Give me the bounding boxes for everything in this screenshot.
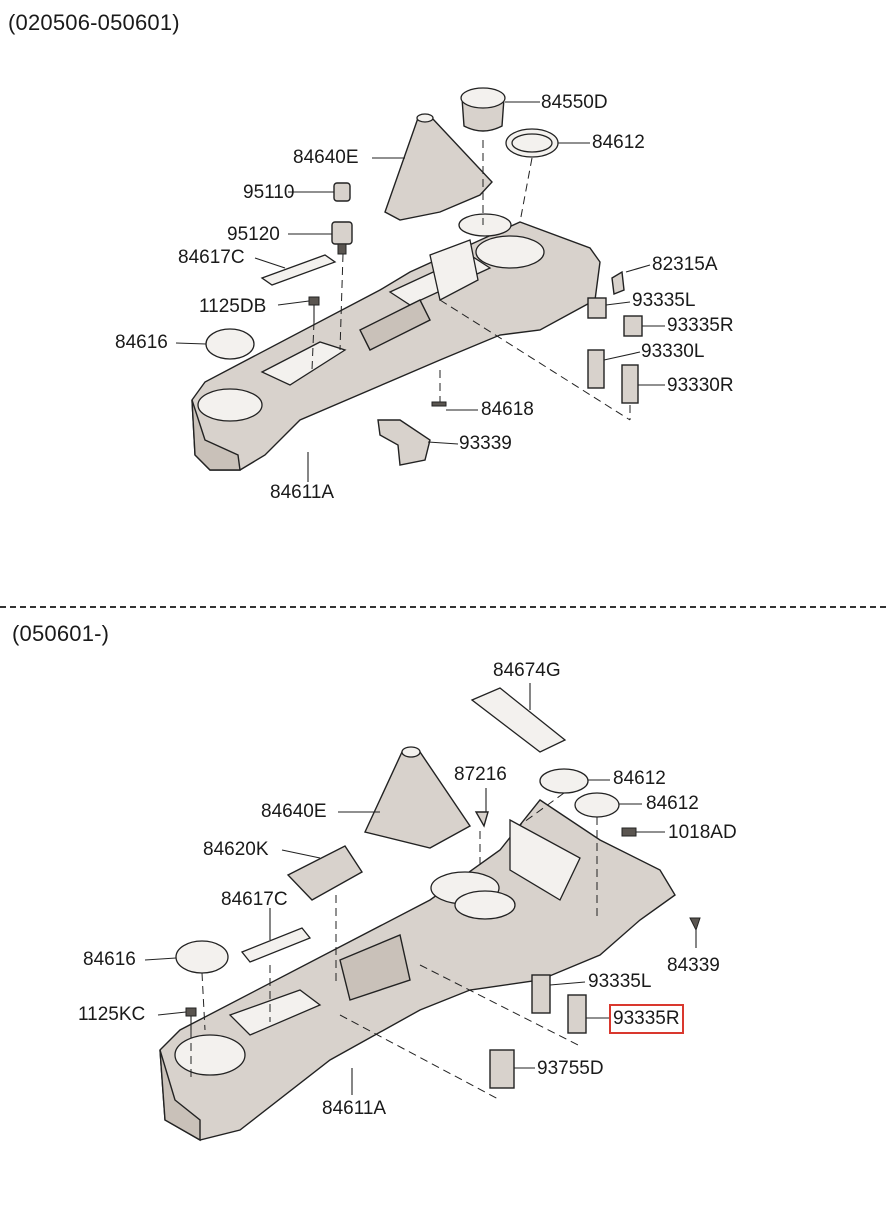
part-label: 84640E xyxy=(293,147,359,168)
part-label: 1125DB xyxy=(199,296,267,317)
part-label: 84612 xyxy=(646,793,699,814)
part-label: 93339 xyxy=(459,433,512,454)
part-label: 1125KC xyxy=(78,1004,146,1025)
part-label: 93335L xyxy=(588,971,652,992)
tray-84674g xyxy=(470,687,567,753)
part-label: 84674G xyxy=(493,660,561,681)
part-label: 93755D xyxy=(537,1058,604,1079)
part-label: 84617C xyxy=(178,247,245,268)
highlighted-part-label[interactable]: 93335R xyxy=(609,1004,684,1034)
part-label: 84616 xyxy=(115,332,168,353)
part-label: 93335L xyxy=(632,290,696,311)
part-label: 84618 xyxy=(481,399,534,420)
range-header-bottom: (050601-) xyxy=(12,621,110,646)
part-label: 87216 xyxy=(454,764,507,785)
part-label: 84611A xyxy=(270,482,335,503)
part-label: 84612 xyxy=(592,132,645,153)
part-label: 84640E xyxy=(261,801,327,822)
part-label: 93335R xyxy=(667,315,734,336)
shift-boot-84640e xyxy=(384,117,493,221)
part-label: 84617C xyxy=(221,889,288,910)
part-label: 1018AD xyxy=(668,822,737,843)
part-label: 84550D xyxy=(541,92,608,113)
part-label: 84616 xyxy=(83,949,136,970)
part-label: 84611A xyxy=(322,1098,387,1119)
part-label: 84339 xyxy=(667,955,720,976)
part-label: 84612 xyxy=(613,768,666,789)
section-divider xyxy=(0,606,886,608)
part-label: 82315A xyxy=(652,254,718,275)
part-label: 93330R xyxy=(667,375,734,396)
part-label: 93330L xyxy=(641,341,705,362)
part-label: 95120 xyxy=(227,224,280,245)
top-console-assembly xyxy=(175,87,665,482)
range-header-top: (020506-050601) xyxy=(8,10,180,35)
bottom-console-assembly xyxy=(144,683,701,1142)
part-label: 95110 xyxy=(243,182,295,203)
part-label: 84620K xyxy=(203,839,269,860)
